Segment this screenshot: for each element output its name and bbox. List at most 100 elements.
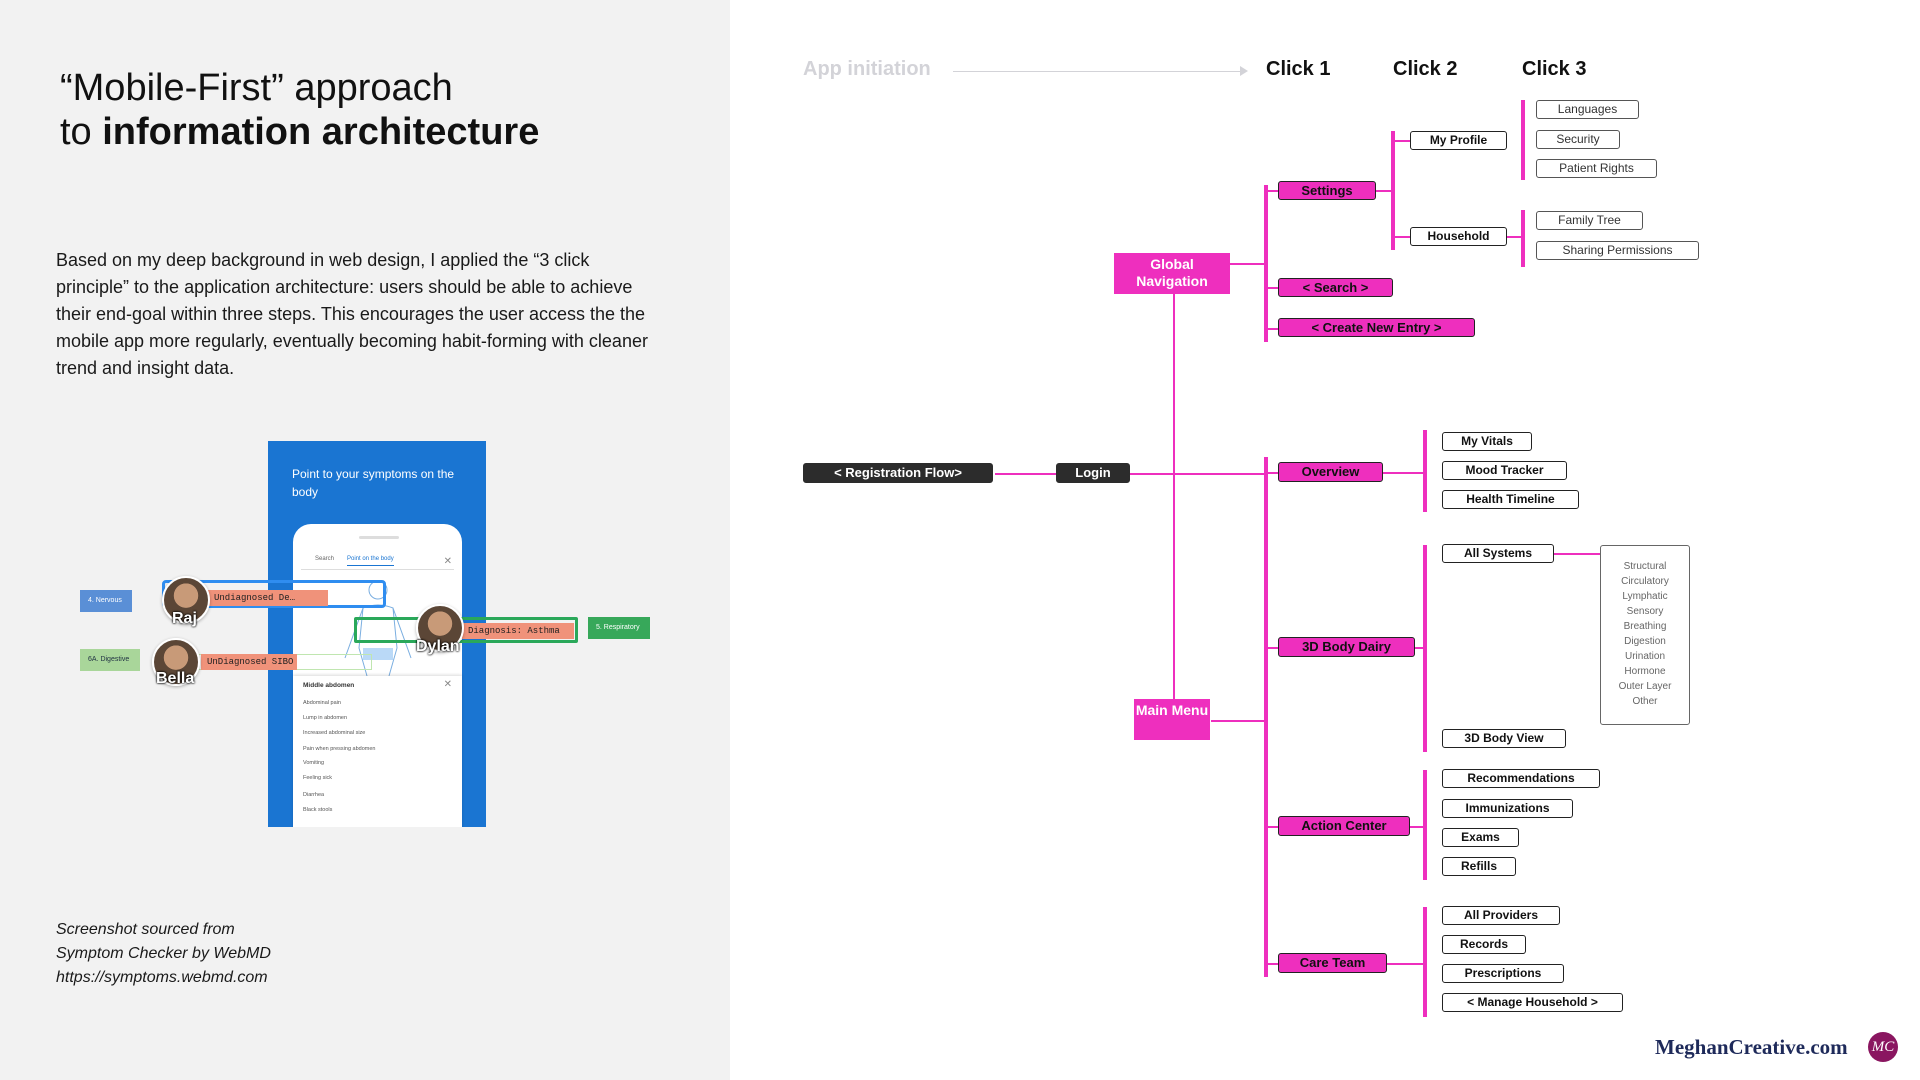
- system-item: Other: [1632, 696, 1658, 707]
- connector-line: [1173, 293, 1175, 713]
- connector-line: [1229, 263, 1265, 265]
- header-click-1: Click 1: [1266, 58, 1331, 80]
- timeline-arrow-line: [953, 71, 1242, 72]
- list-item: Feeling sick: [303, 775, 333, 781]
- node-health-timeline: Health Timeline: [1442, 490, 1579, 509]
- connector-line: [1264, 185, 1268, 342]
- connector-line: [1554, 553, 1600, 555]
- connector-line: [1211, 720, 1265, 722]
- node-my-vitals: My Vitals: [1442, 432, 1532, 451]
- system-item: Structural: [1623, 561, 1667, 572]
- avatar-name-dylan: Dylan: [416, 638, 460, 655]
- node-manage-household: < Manage Household >: [1442, 993, 1623, 1012]
- node-immunizations: Immunizations: [1442, 799, 1573, 818]
- credit-line: Screenshot sourced from: [56, 921, 235, 938]
- system-item: Breathing: [1623, 621, 1667, 632]
- node-household: Household: [1410, 227, 1507, 246]
- system-item: Outer Layer: [1618, 681, 1672, 692]
- avatar-dylan: [416, 604, 464, 652]
- node-overview: Overview: [1278, 462, 1383, 482]
- connector-line: [1268, 190, 1278, 192]
- list-item: Diarrhea: [303, 792, 325, 798]
- credit-line: Symptom Checker by WebMD: [56, 945, 271, 962]
- screenshot-credit: Screenshot sourced from Symptom Checker …: [56, 918, 271, 990]
- phone-frame: Search Point on the body ✕ Middle abdome…: [293, 524, 462, 827]
- node-security: Security: [1536, 130, 1620, 149]
- brand-name: MeghanCreative.com: [1655, 1035, 1848, 1059]
- highlight-frame-dylan: [354, 617, 578, 643]
- node-main-menu: Main Menu: [1134, 699, 1210, 740]
- node-sharing-permissions: Sharing Permissions: [1536, 241, 1699, 260]
- node-3d-body-dairy: 3D Body Dairy: [1278, 637, 1415, 657]
- node-languages: Languages: [1536, 100, 1639, 119]
- systems-list-box: Structural Circulatory Lymphatic Sensory…: [1600, 545, 1690, 725]
- node-login: Login: [1056, 463, 1130, 483]
- connector-line: [1268, 472, 1278, 474]
- header-app-initiation: App initiation: [803, 58, 931, 80]
- connector-line: [1423, 545, 1427, 752]
- title-prefix: to: [60, 111, 103, 153]
- system-item: Urination: [1624, 651, 1666, 662]
- close-icon: ✕: [443, 556, 452, 567]
- system-item: Digestion: [1624, 636, 1666, 647]
- connector-line: [1264, 457, 1268, 977]
- node-exams: Exams: [1442, 828, 1519, 847]
- system-item: Sensory: [1626, 606, 1664, 617]
- title-line-2: to information architecture: [60, 110, 539, 154]
- connector-line: [1268, 963, 1278, 965]
- list-item: Vomiting: [303, 760, 325, 766]
- tag-respiratory: 5. Respiratory: [588, 617, 650, 639]
- connector-line: [1387, 963, 1423, 965]
- connector-line: [1395, 140, 1410, 142]
- tag-nervous: 4. Nervous: [80, 590, 132, 612]
- system-item: Lymphatic: [1622, 591, 1668, 602]
- connector-line: [1395, 236, 1410, 238]
- list-title: Middle abdomen: [303, 682, 355, 689]
- tab-search: Search: [315, 556, 335, 562]
- phone-notch: [359, 536, 399, 539]
- avatar-name-raj: Raj: [172, 610, 197, 627]
- connector-line: [1423, 770, 1427, 880]
- mockup-title: Point to your symptoms on the body: [292, 467, 455, 499]
- brand-logo-icon: MC: [1868, 1032, 1898, 1062]
- tab-point-on-body: Point on the body: [347, 556, 394, 566]
- title-line-1: “Mobile-First” approach: [60, 67, 453, 109]
- symptom-list-panel: Middle abdomen ✕ Abdominal pain Lump in …: [293, 676, 462, 827]
- node-global-navigation: Global Navigation: [1114, 253, 1230, 294]
- connector-line: [1423, 430, 1427, 512]
- node-all-systems: All Systems: [1442, 544, 1554, 563]
- phone-tabs: Search Point on the body ✕: [301, 551, 454, 570]
- node-patient-rights: Patient Rights: [1536, 159, 1657, 178]
- connector-line: [1415, 647, 1423, 649]
- credit-line: https://symptoms.webmd.com: [56, 969, 268, 986]
- page-title: “Mobile-First” approach to information a…: [60, 66, 539, 154]
- system-item: Circulatory: [1621, 576, 1669, 587]
- node-3d-body-view: 3D Body View: [1442, 729, 1566, 748]
- description-paragraph: Based on my deep background in web desig…: [56, 250, 648, 378]
- node-create-new-entry: < Create New Entry >: [1278, 318, 1475, 337]
- header-click-2: Click 2: [1393, 58, 1458, 80]
- header-click-3: Click 3: [1522, 58, 1587, 80]
- list-item: Increased abdominal size: [303, 730, 366, 736]
- connector-line: [1423, 907, 1427, 1017]
- node-my-profile: My Profile: [1410, 131, 1507, 150]
- connector-line: [1268, 287, 1278, 289]
- diagnosis-bella: UnDiagnosed SIBO: [201, 654, 297, 670]
- diagnosis-dylan: Diagnosis: Asthma: [462, 623, 574, 639]
- connector-line: [1410, 826, 1423, 828]
- node-prescriptions: Prescriptions: [1442, 964, 1564, 983]
- node-action-center: Action Center: [1278, 816, 1410, 836]
- node-search: < Search >: [1278, 278, 1393, 297]
- connector-line: [1268, 328, 1278, 330]
- connector-line: [995, 473, 1265, 475]
- node-all-providers: All Providers: [1442, 906, 1560, 925]
- node-recommendations: Recommendations: [1442, 769, 1600, 788]
- arrow-right-icon: [1240, 66, 1248, 76]
- diagnosis-raj: Undiagnosed De…: [208, 590, 328, 606]
- connector-line: [1391, 131, 1395, 250]
- title-bold: information architecture: [102, 111, 540, 153]
- avatar-raj: [162, 576, 210, 624]
- node-registration-flow: < Registration Flow>: [803, 463, 993, 483]
- connector-line: [1268, 647, 1278, 649]
- node-care-team: Care Team: [1278, 953, 1387, 973]
